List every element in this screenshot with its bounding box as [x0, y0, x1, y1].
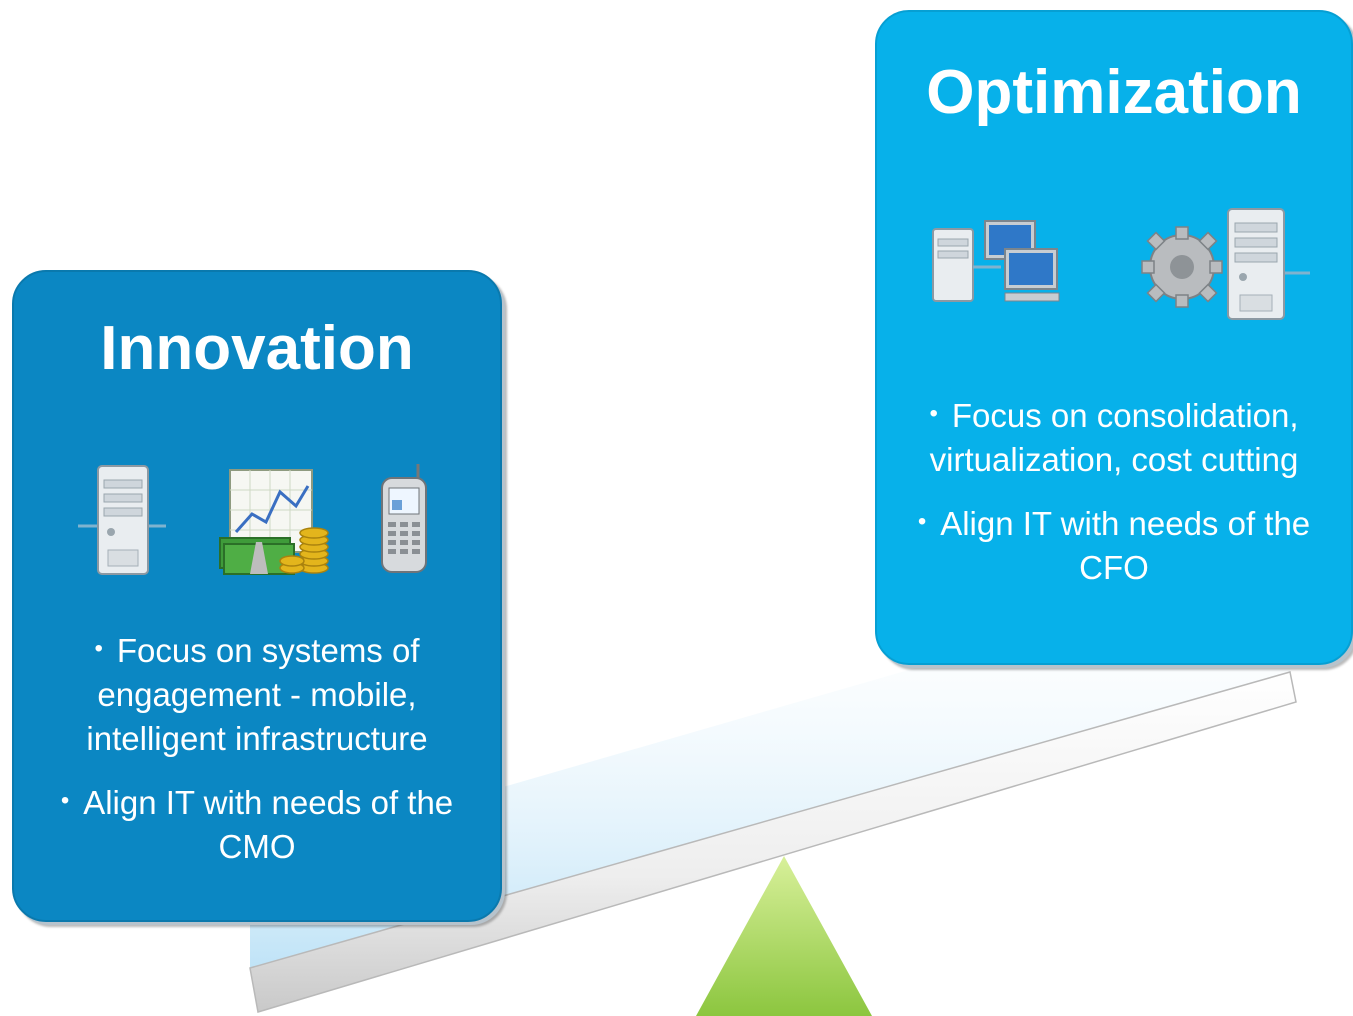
chart-money-icon	[219, 469, 329, 575]
optimization-bullet-2: •Align IT with needs of the CFO	[917, 505, 1311, 586]
optimization-bullet-1: •Focus on consolidation, virtualization,…	[929, 397, 1299, 478]
gear-server-icon	[1141, 208, 1310, 320]
fulcrum-triangle	[696, 856, 872, 1016]
innovation-bullet-1: •Focus on systems of engagement - mobile…	[86, 632, 428, 757]
optimization-card: Optimization	[875, 10, 1353, 665]
mobile-phone-icon	[381, 464, 427, 573]
innovation-icons	[14, 462, 500, 582]
server-desktop-icon	[932, 220, 1060, 302]
bullet-dot: •	[60, 787, 70, 814]
innovation-bullets: •Focus on systems of engagement - mobile…	[14, 627, 500, 887]
optimization-icons	[877, 207, 1351, 327]
seesaw-beam	[249, 671, 1297, 1013]
bullet-dot: •	[929, 400, 938, 427]
innovation-title: Innovation	[100, 314, 414, 383]
optimization-bullets: •Focus on consolidation, virtualization,…	[877, 392, 1351, 608]
bullet-dot: •	[917, 508, 927, 535]
innovation-card: Innovation	[12, 270, 502, 922]
innovation-bullet-2: •Align IT with needs of the CMO	[60, 784, 454, 865]
bullet-dot: •	[94, 635, 103, 662]
optimization-title: Optimization	[926, 58, 1302, 127]
server-icon	[78, 465, 166, 575]
